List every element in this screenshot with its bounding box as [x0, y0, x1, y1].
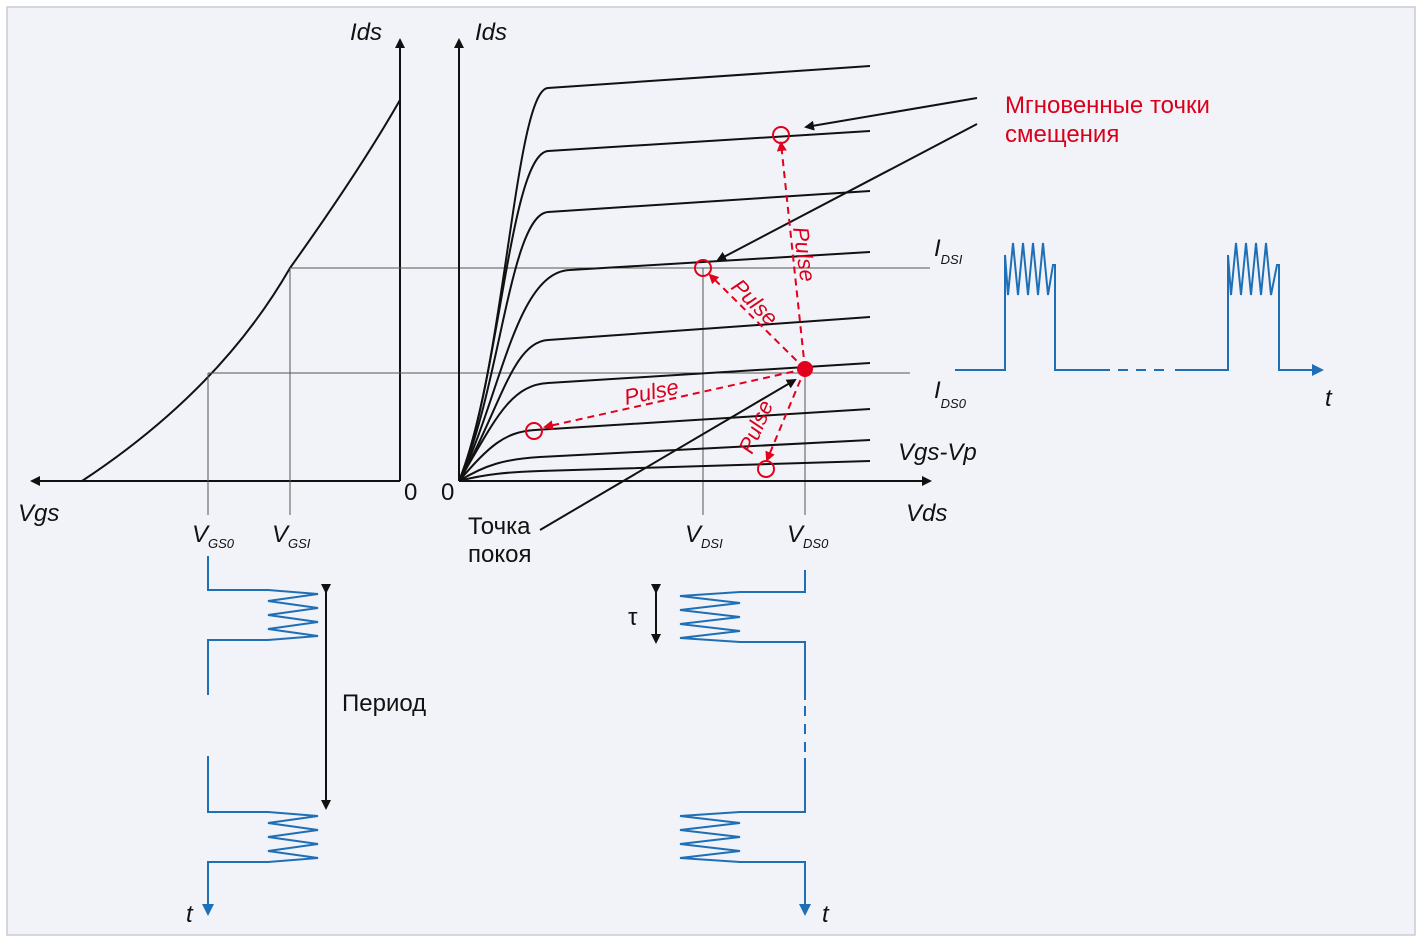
time-label-center: t [822, 901, 830, 928]
transfer-plot: Ids Vgs 0 [18, 19, 417, 527]
quiescent-point-label-line2: покоя [468, 541, 531, 568]
instant-point-upper [772, 126, 790, 144]
transfer-origin-label: 0 [404, 479, 417, 506]
bias-points [525, 126, 813, 478]
pulse-vectors [543, 141, 806, 462]
quiescent-point-label-line1: Точка [468, 513, 531, 540]
iv-curve [458, 316, 871, 482]
idsi-label: IDSI [934, 235, 963, 267]
transfer-y-label: Ids [350, 19, 382, 46]
instant-point-lower [757, 460, 775, 478]
vgs-vp-label: Vgs-Vp [898, 439, 977, 466]
pulse-arrow-up [776, 141, 806, 370]
instant-points-label-line1: Мгновенные точки [1005, 92, 1210, 119]
quiescent-point [797, 361, 813, 377]
instant-points-label-line2: смещения [1005, 121, 1119, 148]
iv-curve [458, 130, 871, 482]
bias-labels: VGS0 VGSI VDSI VDS0 IDSI IDS0 [192, 235, 967, 551]
pointer-to-upper-point [804, 97, 978, 131]
output-origin-label: 0 [441, 479, 454, 506]
vgs-time-waveform-2 [202, 756, 319, 916]
iv-curve [458, 362, 871, 482]
vds-time-waveform [679, 570, 806, 700]
output-plot: Ids Vds 0 Vgs-Vp [441, 19, 977, 527]
waveforms [202, 242, 1324, 916]
transfer-curve [81, 99, 401, 482]
tau-label: τ [628, 604, 638, 631]
iv-curve [458, 251, 871, 482]
annotation-pointers [539, 97, 978, 531]
period-label: Период [342, 690, 426, 717]
pointer-to-middle-point [716, 123, 978, 261]
vgs-time-waveform [207, 556, 319, 695]
ids-time-waveform-2 [1175, 242, 1324, 376]
iv-curve [458, 460, 871, 482]
vgsi-label: VGSI [272, 521, 311, 551]
time-label-left: t [186, 901, 194, 928]
iv-curve-family [458, 65, 871, 482]
text-annotations: Мгновенные точки смещения Точка покоя [468, 92, 1210, 568]
vds-time-waveform-2 [679, 758, 811, 916]
vds0-label: VDS0 [787, 521, 829, 551]
time-markers [321, 584, 661, 810]
pulse-arrow-down [765, 368, 806, 462]
background-panel [6, 6, 1416, 936]
output-x-label: Vds [906, 500, 947, 527]
iv-curve [458, 190, 871, 482]
pointer-to-quiescent-point [539, 378, 797, 531]
ids0-label: IDS0 [934, 377, 967, 411]
time-label-right: t [1325, 385, 1333, 412]
vgs0-label: VGS0 [192, 521, 235, 551]
output-y-label: Ids [475, 19, 507, 46]
vdsi-label: VDSI [685, 521, 723, 551]
iv-curve [458, 439, 871, 482]
iv-curve [458, 408, 871, 482]
pulse-arrow-left [543, 368, 806, 431]
instant-point-left [525, 422, 543, 440]
ids-time-waveform [955, 242, 1110, 371]
transfer-x-label: Vgs [18, 500, 59, 527]
pulse-arrow-to-idsi [708, 273, 806, 370]
instant-point-idsi [694, 259, 712, 277]
